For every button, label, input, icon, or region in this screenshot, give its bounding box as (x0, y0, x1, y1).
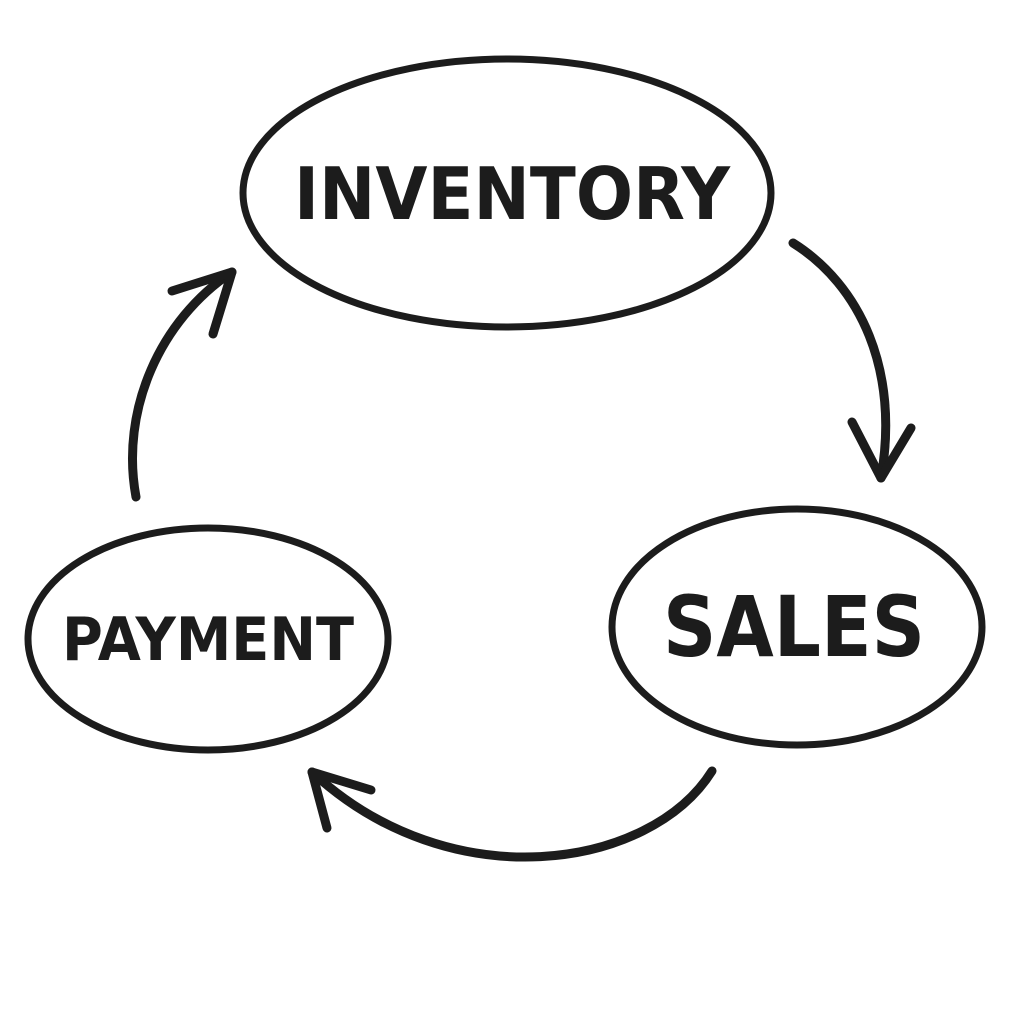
node-payment-ellipse (24, 524, 392, 754)
edge-sales-to-payment-arrowhead (307, 767, 376, 833)
node-inventory-label: INVENTORY (294, 152, 731, 236)
edge-sales-to-payment (307, 766, 717, 862)
edge-inventory-to-sales-line (788, 238, 891, 483)
node-sales-ellipse (608, 505, 986, 749)
edge-payment-to-inventory (128, 267, 237, 502)
edge-inventory-to-sales (788, 238, 916, 483)
node-payment-label: PAYMENT (62, 605, 354, 675)
edge-inventory-to-sales-arrowhead (847, 417, 916, 483)
node-sales: SALES (608, 505, 986, 749)
node-inventory-ellipse (239, 55, 775, 331)
node-sales-label: SALES (663, 578, 925, 676)
edge-sales-to-payment-line (307, 766, 717, 862)
edge-payment-to-inventory-arrowhead (167, 267, 237, 339)
node-payment: PAYMENT (24, 524, 392, 754)
node-inventory: INVENTORY (239, 55, 775, 331)
edge-payment-to-inventory-line (128, 267, 237, 502)
